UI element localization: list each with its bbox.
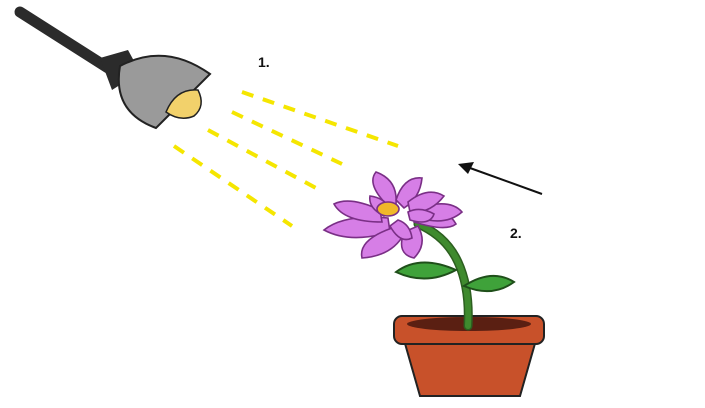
pot-body — [402, 339, 538, 397]
petal — [388, 219, 413, 241]
label-plant: 2. — [510, 225, 522, 241]
flower-center — [376, 201, 400, 217]
stem-fill — [415, 221, 472, 329]
label-light-source: 1. — [258, 54, 270, 70]
arrow-shaft — [469, 167, 543, 195]
light-ray — [172, 144, 294, 228]
arrow-head — [458, 162, 474, 174]
petal — [407, 208, 435, 223]
arrow-icon — [458, 162, 543, 195]
lamp-arm — [14, 6, 114, 74]
light-rays — [172, 90, 399, 228]
petal — [360, 227, 406, 259]
light-ray — [207, 128, 317, 190]
lamp-shade — [117, 54, 212, 130]
lamp-bulb — [165, 89, 202, 119]
leaf-right — [461, 275, 516, 293]
petal — [372, 171, 397, 207]
light-ray — [231, 110, 343, 166]
leaf-left — [394, 261, 459, 280]
light-ray — [241, 90, 399, 148]
flower-pot-icon — [322, 171, 545, 397]
lamp-icon — [14, 6, 212, 130]
petal — [332, 200, 383, 223]
flower — [322, 171, 464, 259]
